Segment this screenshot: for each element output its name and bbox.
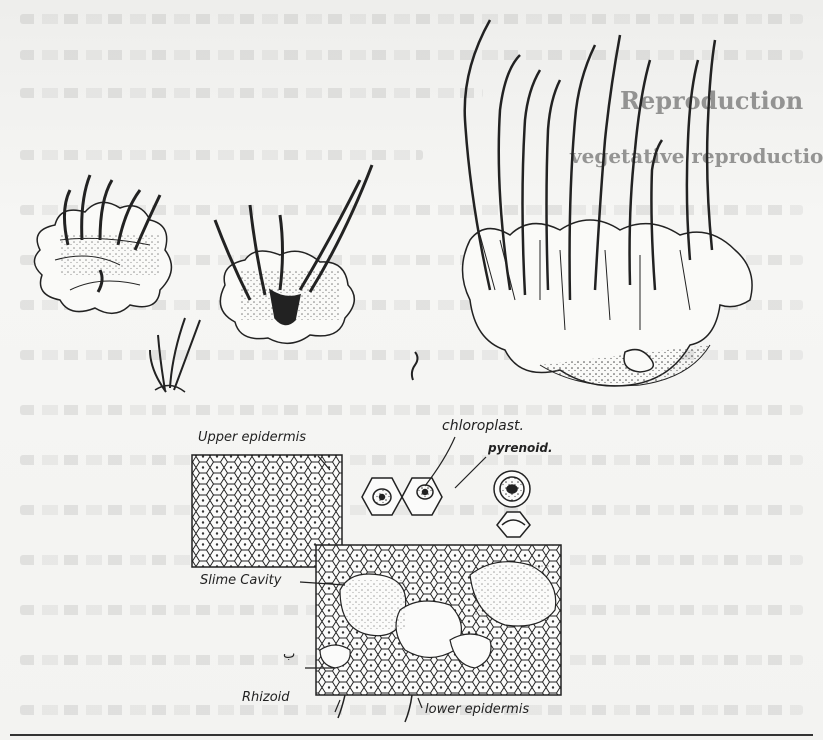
- sporophyte-sprout-drawing: [150, 318, 200, 392]
- slime-cavity-label: Slime Cavity: [200, 573, 281, 588]
- pyrenoid-label: pyrenoid.: [488, 441, 553, 455]
- thallus-drawing-2: [215, 165, 372, 343]
- rhizoid-label: Rhizoid: [242, 690, 290, 705]
- lower-epidermis-label: lower epidermis: [425, 702, 529, 717]
- chloroplast-label: chloroplast.: [442, 418, 524, 434]
- thallus-drawing-3: [463, 20, 753, 386]
- page-bottom-rule: [10, 734, 813, 736]
- small-mark-drawing: [412, 352, 418, 380]
- chloroplast-cell-drawing: [362, 478, 442, 515]
- thallus-drawing-1: [34, 175, 171, 313]
- pyrenoid-drawing: [494, 471, 530, 537]
- small-arabic-mark: ب: [283, 647, 295, 662]
- upper-epidermis-label: Upper epidermis: [198, 430, 306, 445]
